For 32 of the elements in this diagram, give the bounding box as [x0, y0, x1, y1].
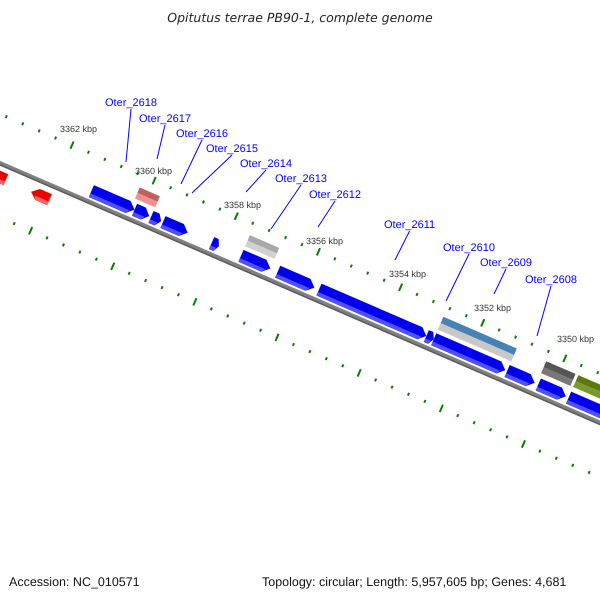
- gene-label: Oter_2613: [275, 173, 327, 185]
- gene-label: Oter_2610: [443, 242, 495, 254]
- position-label: 3352 kbp: [474, 303, 512, 313]
- leader-line: [446, 254, 470, 302]
- position-label: 3362 kbp: [60, 124, 98, 134]
- leader-line: [180, 140, 202, 184]
- gene-label: Oter_2615: [206, 143, 258, 155]
- footer-text: Topology: circular; Length: 5,957,605 bp; Genes: 4,681: [262, 575, 566, 589]
- gene-label: Oter_2614: [240, 158, 292, 170]
- position-label: 3360 kbp: [135, 166, 172, 176]
- gene-label: Oter_2617: [139, 113, 191, 125]
- leader-line: [494, 268, 506, 294]
- gene-label: Oter_2616: [176, 128, 228, 140]
- leader-line: [246, 170, 266, 192]
- position-label: 3356 kbp: [306, 236, 344, 246]
- gene-label: Oter_2618: [105, 97, 157, 109]
- leader-line: [126, 108, 132, 162]
- leader-line: [270, 184, 302, 230]
- position-label: 3350 kbp: [557, 334, 594, 344]
- leader-line: [394, 230, 410, 260]
- gene-label: Oter_2608: [525, 274, 577, 286]
- leader-line: [192, 154, 232, 194]
- diagram-title: Opitutus terrae PB90-1, complete genome: [166, 10, 434, 25]
- leader-line: [536, 286, 552, 336]
- footer-text: Accession: NC_010571: [9, 575, 140, 589]
- leader-line: [156, 124, 166, 160]
- leader-line: [318, 200, 336, 228]
- gene-label: Oter_2612: [309, 189, 361, 201]
- gene-label: Oter_2611: [384, 219, 436, 231]
- gene-label: Oter_2609: [480, 257, 532, 269]
- position-label: 3358 kbp: [224, 200, 262, 210]
- position-label: 3354 kbp: [389, 269, 426, 279]
